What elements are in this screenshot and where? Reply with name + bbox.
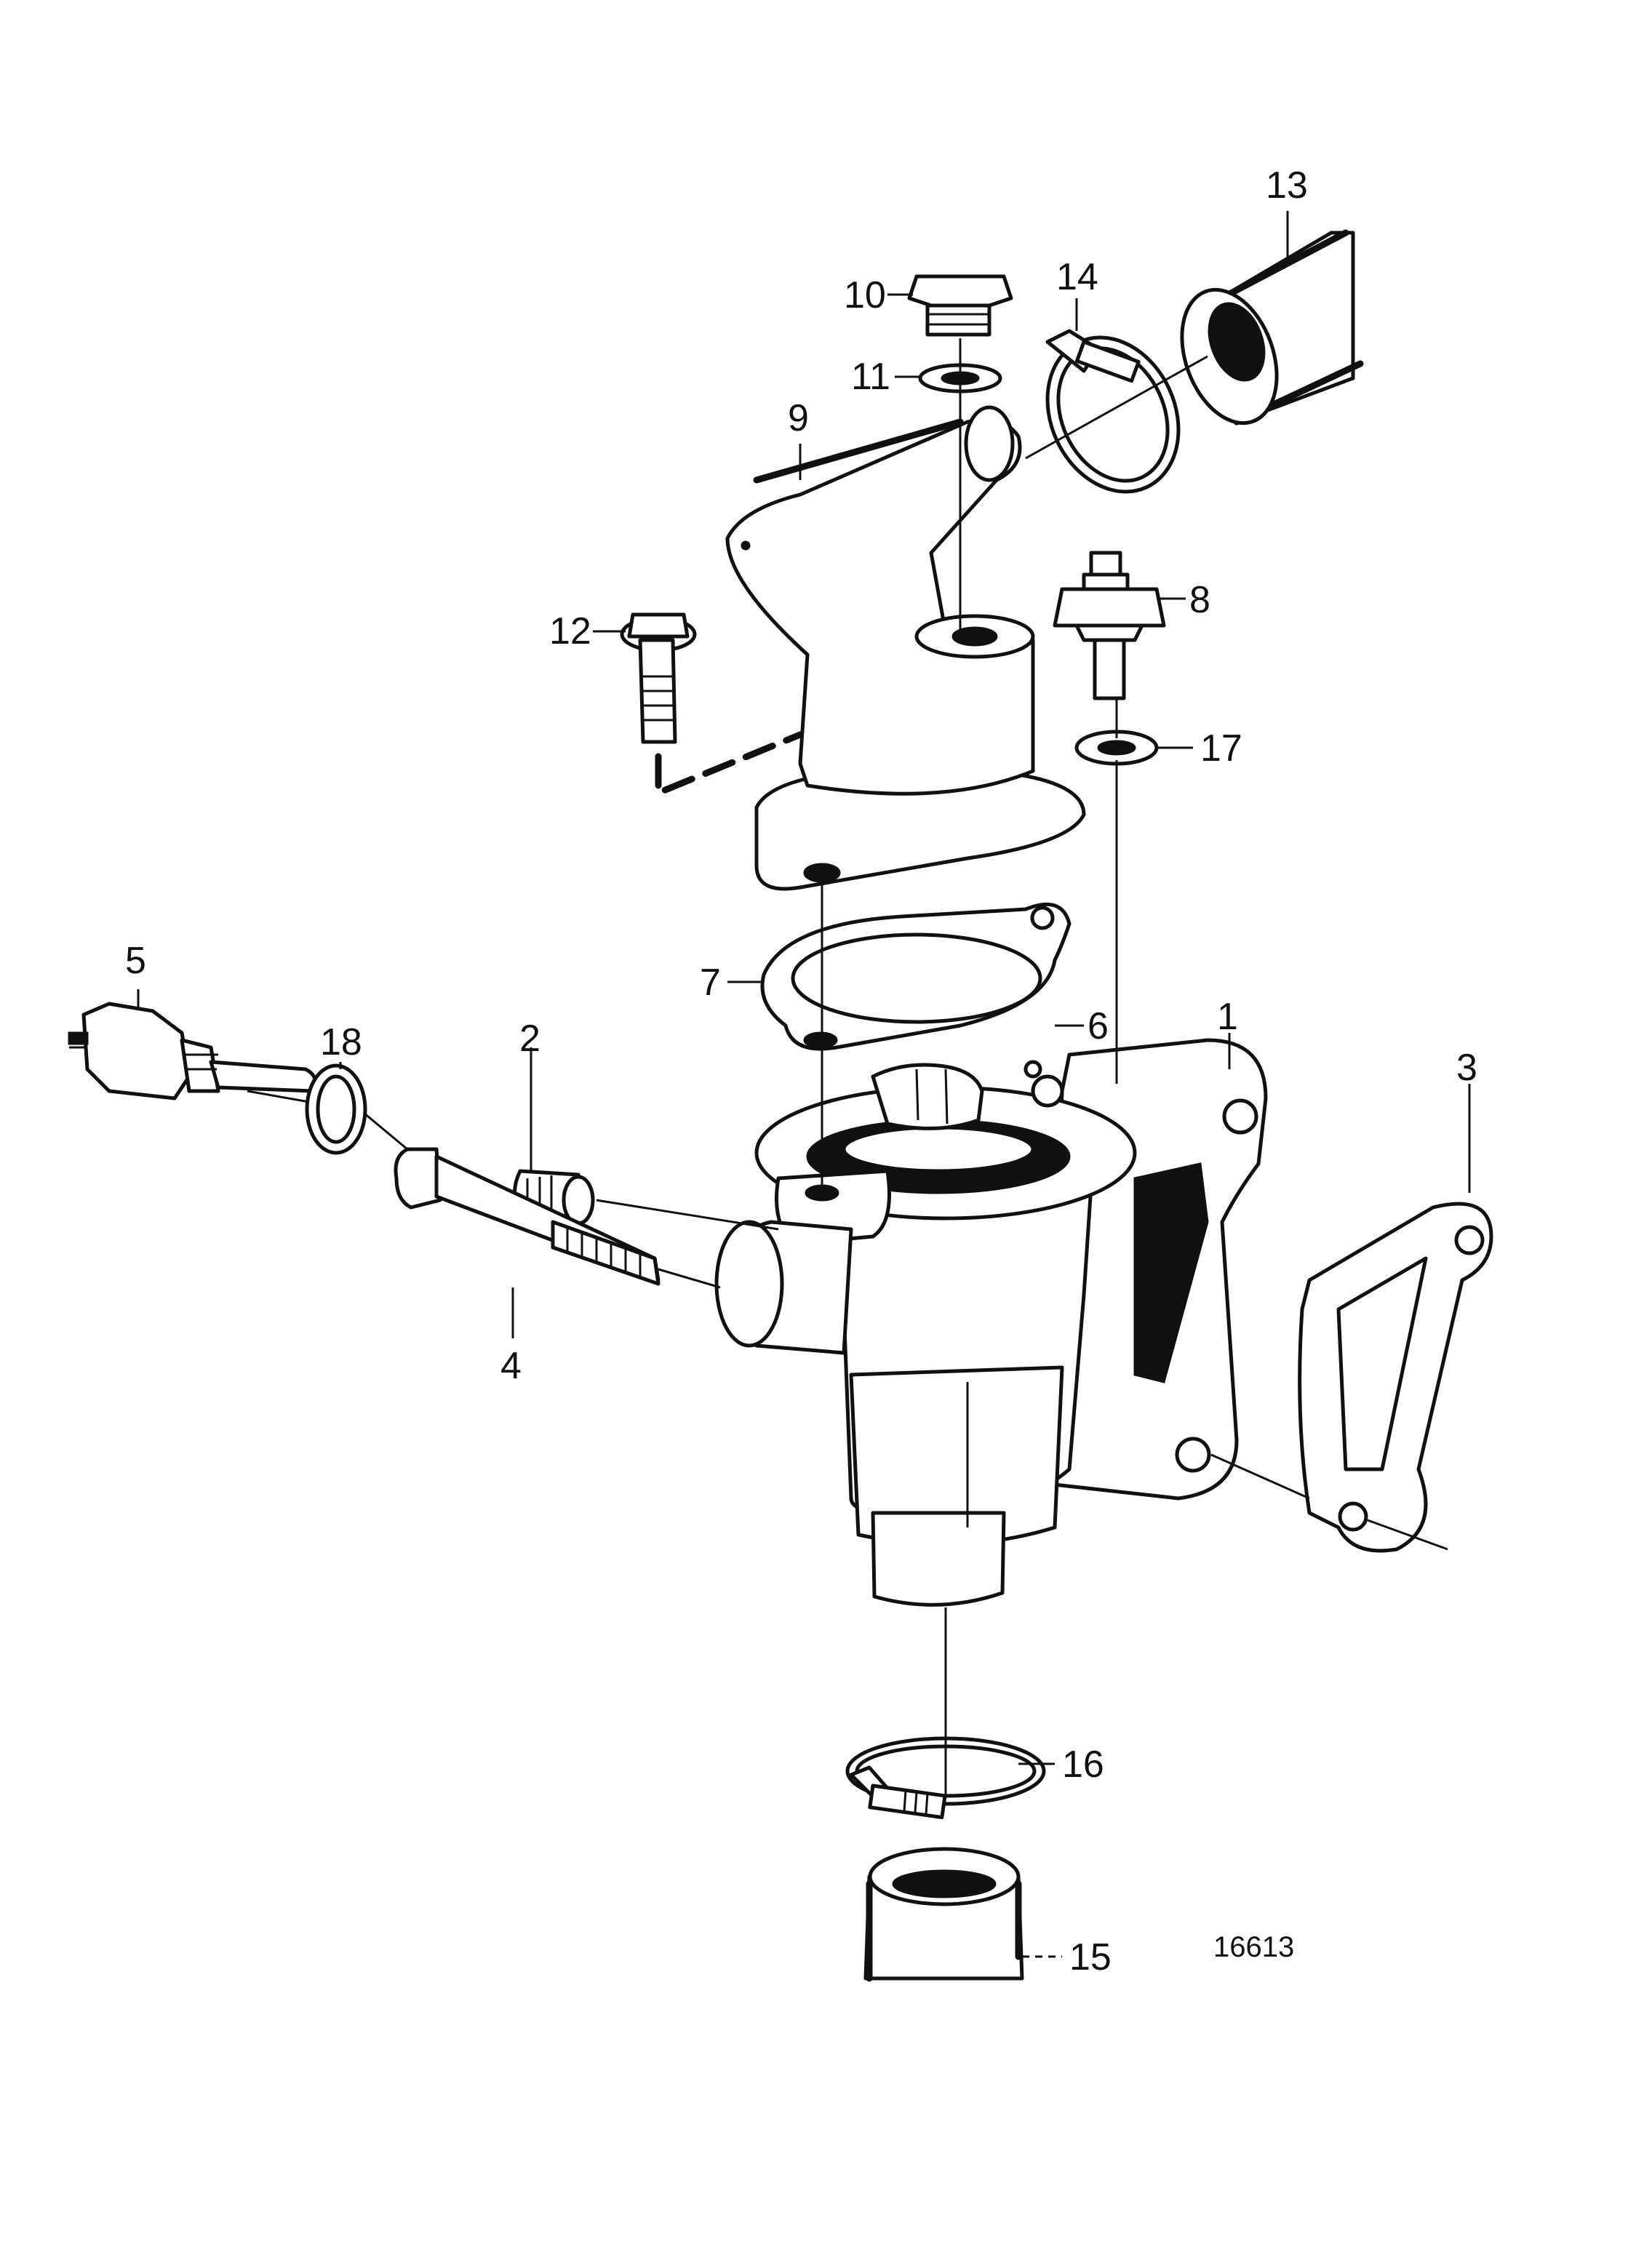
callout-labels: 1 2 3 4 5 6 7 8 9 10 11 12 13 14 15 16 1…: [125, 164, 1477, 1978]
callout-9: 9: [788, 397, 809, 439]
plug-screw: [907, 274, 1013, 337]
callout-3: 3: [1456, 1047, 1477, 1089]
callout-14: 14: [1056, 256, 1098, 298]
long-bolt: [394, 1147, 661, 1286]
coolant-hose-upper: [1180, 229, 1364, 426]
callout-4: 4: [500, 1345, 522, 1387]
callout-13: 13: [1266, 164, 1308, 207]
callout-7: 7: [700, 962, 721, 1004]
temperature-sender: [1053, 551, 1166, 700]
callout-11: 11: [851, 356, 890, 398]
callout-5: 5: [125, 940, 146, 982]
callout-17: 17: [1200, 727, 1242, 770]
thermostat-housing: [714, 1038, 1268, 1607]
drawing-number: 16613: [1213, 1931, 1294, 1963]
coolant-hose-lower: [863, 1847, 1024, 1982]
callout-15: 15: [1069, 1936, 1112, 1978]
pressure-sender: [68, 1002, 317, 1100]
hose-clamp-upper: [1045, 329, 1181, 494]
callout-18: 18: [320, 1021, 362, 1063]
callout-1: 1: [1217, 996, 1238, 1038]
callout-leaders: [137, 211, 1471, 1958]
callout-12: 12: [549, 610, 591, 652]
callout-2: 2: [519, 1018, 540, 1060]
assembly-axis-lines: [247, 338, 1448, 1797]
screw-path-dashed: [655, 731, 804, 796]
flange-screw: [620, 612, 697, 744]
gasket-thermostat: [760, 902, 1072, 1051]
callout-6: 6: [1088, 1005, 1109, 1047]
thermostat-cover-elbow: [725, 405, 1086, 891]
callout-16: 16: [1062, 1743, 1104, 1786]
callout-8: 8: [1189, 579, 1210, 621]
gasket-flange: [1298, 1202, 1493, 1553]
callout-10: 10: [844, 274, 886, 316]
